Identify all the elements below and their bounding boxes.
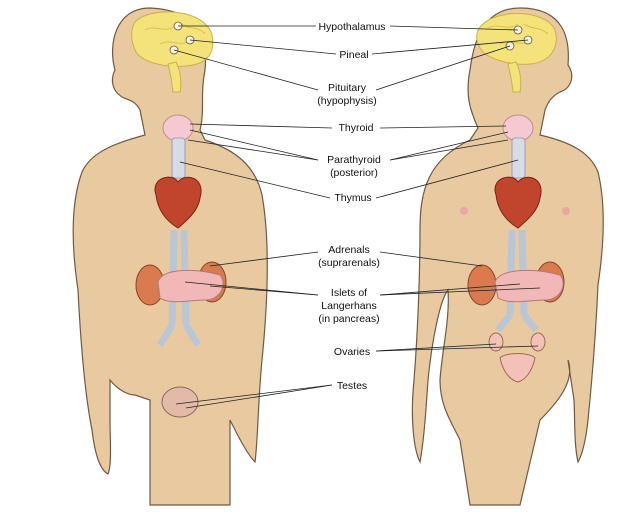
female-thyroid bbox=[502, 114, 534, 142]
parathyroid-leader-right-2 bbox=[389, 139, 509, 161]
female-heart bbox=[494, 176, 542, 229]
label-ovaries: Ovaries bbox=[334, 346, 370, 358]
male-trachea bbox=[171, 137, 186, 179]
leader-lines bbox=[173, 25, 541, 409]
label-pituitary: Pituitary bbox=[328, 82, 367, 94]
label-pituitary-sub: (hypophysis) bbox=[317, 95, 377, 107]
female-figure bbox=[411, 7, 604, 506]
male-heart bbox=[154, 176, 202, 229]
label-islets-sub-2: (in pancreas) bbox=[318, 313, 379, 325]
pineal-leader-right bbox=[371, 39, 529, 55]
female-brainstem bbox=[507, 61, 522, 93]
pineal-leader-left bbox=[189, 39, 337, 55]
label-parathyroid: Parathyroid bbox=[327, 154, 381, 166]
female-trachea bbox=[511, 137, 526, 179]
hypothalamus-leader-right bbox=[389, 25, 519, 31]
adrenals-leader-right bbox=[379, 251, 483, 267]
label-islets-sub-1: Langerhans bbox=[321, 300, 376, 312]
label-hypothalamus: Hypothalamus bbox=[318, 21, 385, 33]
islets-leader-right-2 bbox=[379, 287, 541, 296]
thyroid-leader-left bbox=[189, 123, 333, 129]
thymus-leader-right bbox=[375, 159, 519, 199]
pituitary-leader-left bbox=[173, 49, 319, 91]
adrenals-leader-left bbox=[209, 251, 319, 267]
ovaries-leader-2 bbox=[375, 345, 539, 352]
male-brain bbox=[131, 11, 214, 67]
ovaries-leader-1 bbox=[375, 343, 497, 352]
male-figure bbox=[72, 7, 268, 506]
male-thyroid bbox=[162, 114, 194, 142]
labels: Hypothalamus Pineal Pituitary (hypophysi… bbox=[317, 21, 385, 392]
female-breast-left bbox=[460, 207, 468, 215]
label-pineal: Pineal bbox=[339, 49, 368, 61]
male-brainstem bbox=[167, 61, 182, 93]
islets-leader-right-1 bbox=[379, 283, 521, 296]
parathyroid-leader-left-1 bbox=[189, 129, 319, 161]
testes-leader-1 bbox=[175, 384, 333, 405]
label-thymus: Thymus bbox=[334, 192, 371, 204]
parathyroid-leader-left-2 bbox=[187, 139, 319, 161]
female-uterus bbox=[499, 353, 536, 383]
female-ovary-right bbox=[530, 332, 546, 352]
female-body-outline bbox=[411, 7, 604, 506]
female-ovary-left bbox=[488, 332, 504, 352]
label-islets: Islets of bbox=[331, 287, 367, 299]
pituitary-leader-right bbox=[375, 45, 511, 91]
male-testes-sac bbox=[161, 386, 199, 418]
label-adrenals-sub: (suprarenals) bbox=[318, 257, 380, 269]
thyroid-leader-right bbox=[379, 125, 507, 129]
testes-leader-2 bbox=[185, 384, 333, 409]
male-pancreas bbox=[157, 269, 224, 303]
thymus-leader-left bbox=[179, 161, 331, 199]
female-kidney-left bbox=[467, 264, 497, 306]
parathyroid-leader-right-1 bbox=[389, 131, 509, 161]
female-pancreas bbox=[494, 269, 564, 303]
label-adrenals: Adrenals bbox=[328, 244, 369, 256]
label-thyroid: Thyroid bbox=[338, 122, 373, 134]
label-testes: Testes bbox=[337, 380, 367, 392]
female-breast-right bbox=[562, 207, 570, 215]
label-parathyroid-sub: (posterior) bbox=[330, 167, 378, 179]
islets-leader-left-2 bbox=[209, 285, 319, 296]
